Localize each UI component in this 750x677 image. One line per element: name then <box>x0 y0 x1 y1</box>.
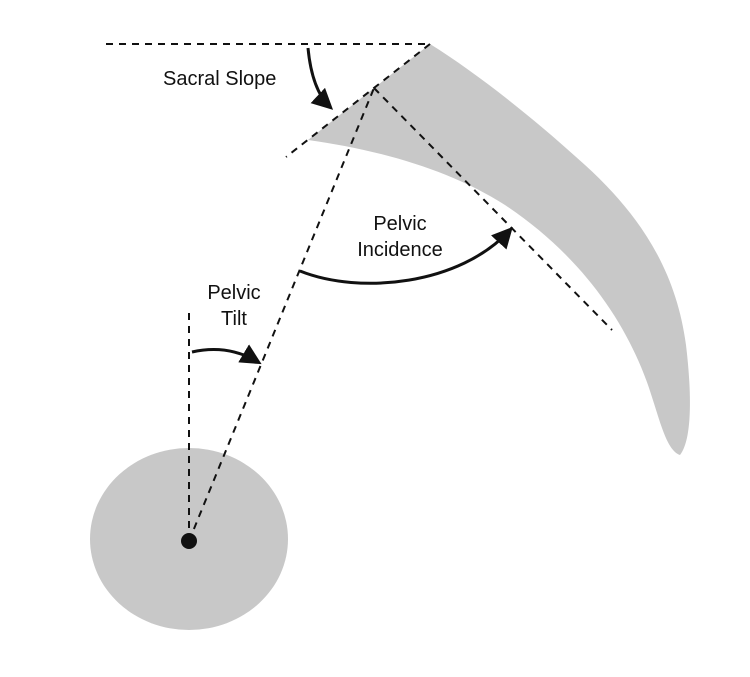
perpendicular-to-endplate-line <box>373 87 613 331</box>
reference-lines <box>106 43 613 542</box>
pelvic-tilt-arc <box>191 344 262 365</box>
hip-axis-to-endplate-line <box>188 87 375 542</box>
sacral-endplate-line <box>285 43 431 158</box>
sacral-slope-arc <box>306 47 334 110</box>
pelvic-incidence-label-line2: Incidence <box>357 239 443 261</box>
pelvic-incidence-arc <box>299 226 513 285</box>
pelvic-incidence-label-line1: Pelvic <box>373 213 426 235</box>
angle-arcs <box>191 47 513 365</box>
pelvic-tilt-label-line1: Pelvic <box>207 282 260 304</box>
sacrum-shape <box>308 44 690 455</box>
pelvic-tilt-label-line2: Tilt <box>221 308 247 330</box>
sacral-slope-label: Sacral Slope <box>163 68 276 90</box>
